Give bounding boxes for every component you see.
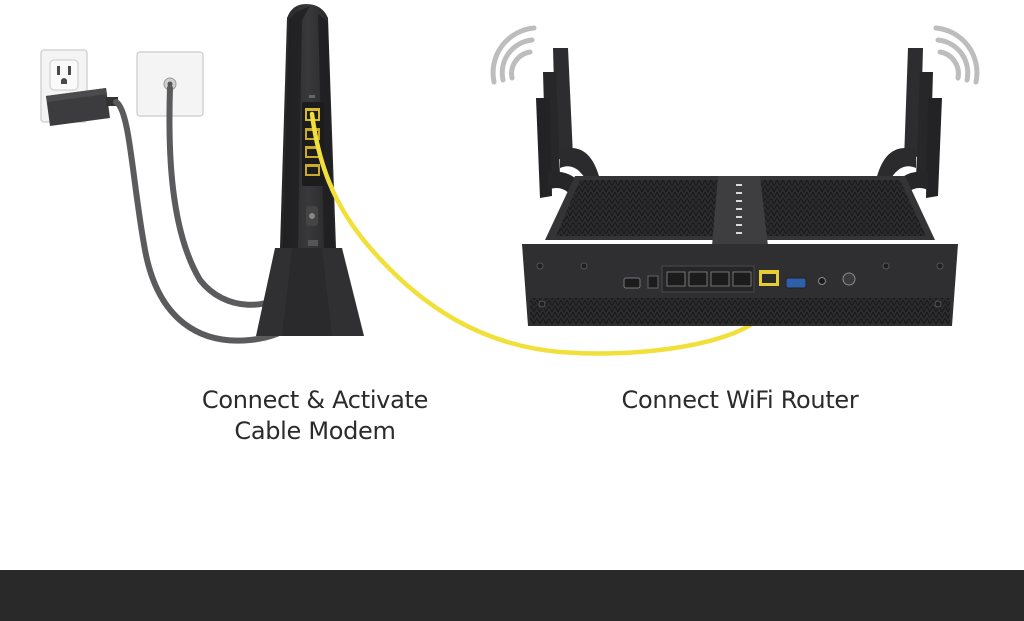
modem-caption-line1: Connect & Activate <box>201 386 429 414</box>
router-step-caption: Connect WiFi Router <box>570 385 910 416</box>
setup-diagram <box>40 4 980 356</box>
power-adapter-icon <box>46 88 118 126</box>
wifi-router-icon <box>522 48 958 326</box>
modem-step-caption: Connect & Activate Cable Modem <box>165 385 465 447</box>
wifi-signal-icon <box>933 25 980 85</box>
footer-bar <box>0 570 1024 621</box>
wifi-signal-icon <box>490 25 537 85</box>
router-caption-line: Connect WiFi Router <box>621 386 859 414</box>
modem-caption-line2: Cable Modem <box>234 417 396 445</box>
coax-wall-plate-icon <box>136 51 204 117</box>
cable-modem-icon <box>256 4 364 336</box>
